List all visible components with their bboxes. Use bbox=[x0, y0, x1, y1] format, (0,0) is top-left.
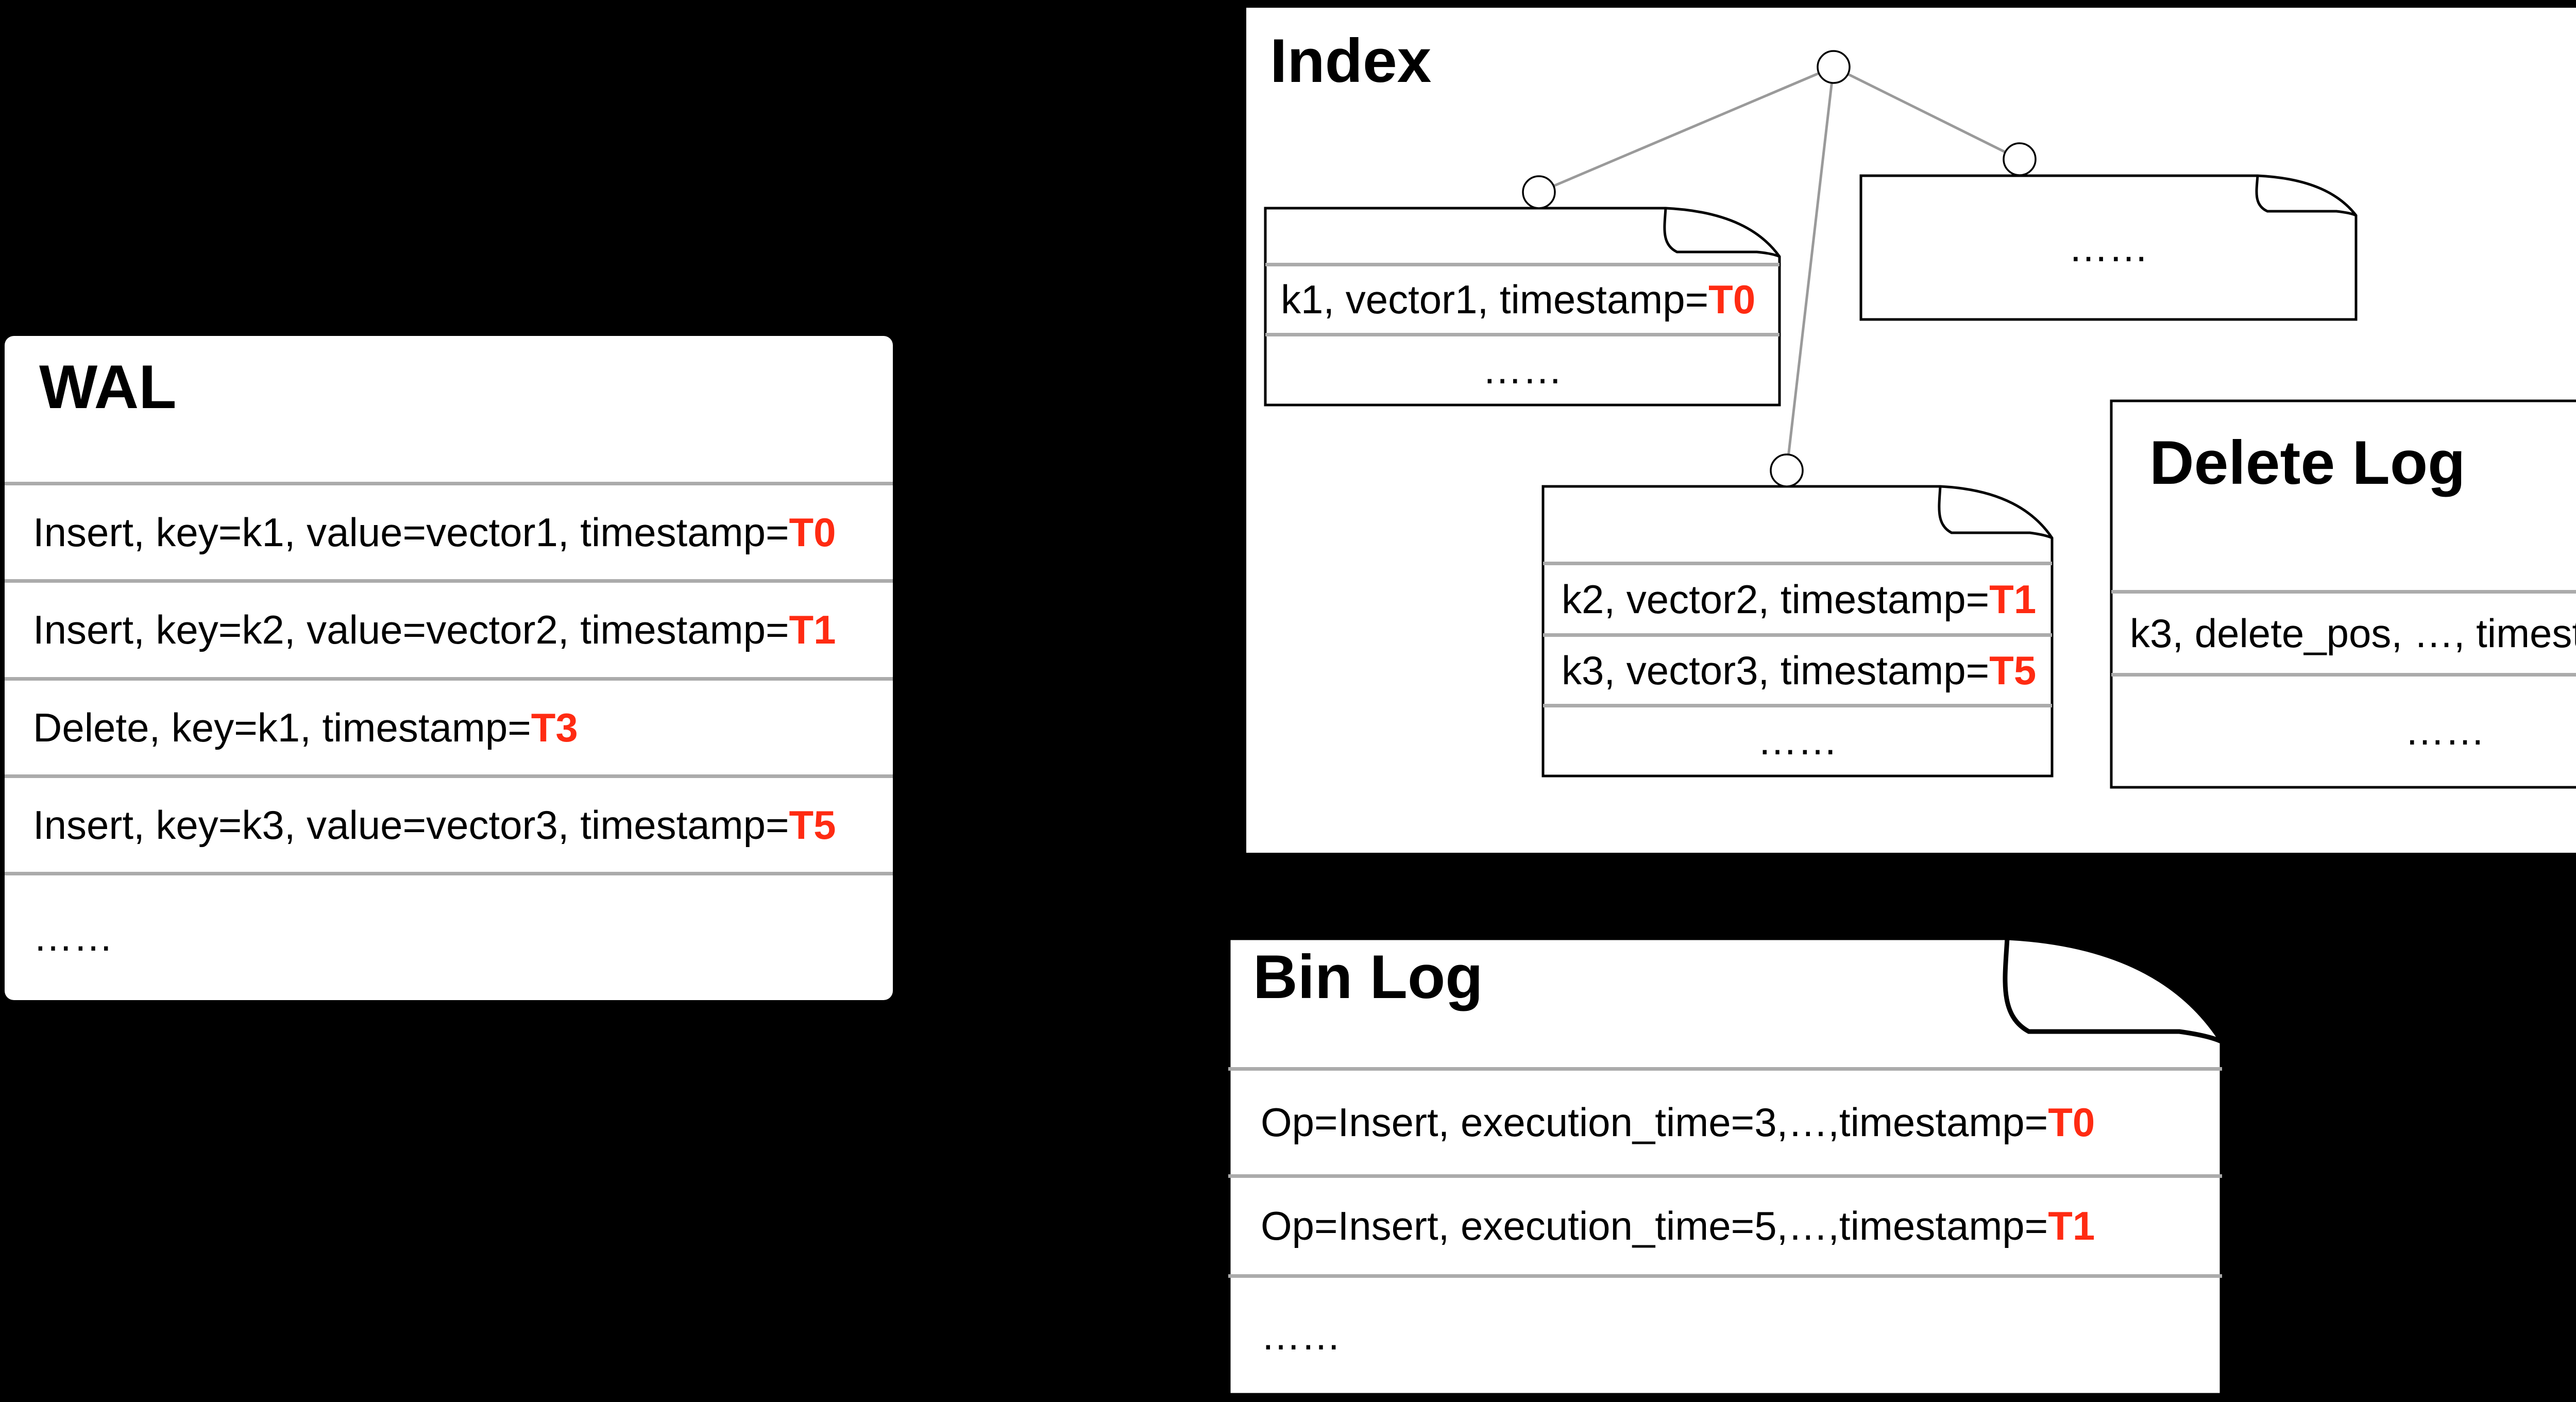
row-timestamp: T1 bbox=[789, 607, 836, 653]
page-fold-corner bbox=[2255, 175, 2357, 217]
row-text: …… bbox=[2068, 224, 2149, 270]
page-separator bbox=[1543, 704, 2052, 707]
page-outline bbox=[2110, 399, 2576, 789]
index-segment-k2k3-page: k2, vector2, timestamp=T1 k3, vector3, t… bbox=[1541, 485, 2054, 778]
row-timestamp: T3 bbox=[531, 704, 578, 750]
page-row: k3, delete_pos, …, timestamp=T3 bbox=[2111, 592, 2576, 675]
bin-log-title: Bin Log bbox=[1253, 942, 1483, 1011]
page-fold-corner bbox=[1938, 486, 2053, 539]
wal-row: Delete, key=k1, timestamp=T3 bbox=[5, 679, 893, 776]
page-row-ellipsis: …… bbox=[2111, 675, 2576, 787]
page-row: k3, vector3, timestamp=T5 bbox=[1543, 635, 2052, 706]
page-separator bbox=[2111, 590, 2576, 594]
wal-row-ellipsis: …… bbox=[5, 874, 893, 1000]
tree-node-circle bbox=[2003, 142, 2037, 176]
page-fold-corner bbox=[1663, 208, 1781, 258]
row-timestamp: T0 bbox=[789, 509, 836, 555]
tree-edge bbox=[1538, 65, 1834, 194]
page-separator bbox=[2111, 673, 2576, 677]
index-panel: Index k1, vector1, timestamp=T0 …… bbox=[1242, 4, 2576, 857]
row-text: Op=Insert, execution_time=5,…,timestamp= bbox=[1261, 1203, 2048, 1249]
page-row: k2, vector2, timestamp=T1 bbox=[1543, 564, 2052, 635]
row-text: k3, vector3, timestamp= bbox=[1562, 647, 1990, 693]
row-timestamp: T5 bbox=[789, 802, 836, 848]
wal-separator bbox=[5, 677, 893, 681]
page-fold-corner bbox=[2003, 937, 2223, 1044]
page-separator bbox=[1228, 1174, 2222, 1178]
page-row-ellipsis: …… bbox=[1265, 335, 1780, 405]
row-text: Delete, key=k1, timestamp= bbox=[33, 704, 531, 750]
index-tree bbox=[1522, 50, 2037, 487]
page-separator bbox=[1228, 1067, 2222, 1071]
page-outline bbox=[1226, 935, 2225, 1398]
folded-page-icon bbox=[1264, 207, 1781, 407]
row-text: k1, vector1, timestamp= bbox=[1281, 276, 1709, 322]
wal-separator bbox=[5, 579, 893, 583]
delete-log-title: Delete Log bbox=[2149, 428, 2466, 497]
row-timestamp: T0 bbox=[2048, 1100, 2095, 1145]
page-separator bbox=[1543, 562, 2052, 565]
row-text: …… bbox=[2404, 708, 2485, 754]
row-timestamp: T5 bbox=[1989, 647, 2037, 693]
wal-table: WAL Insert, key=k1, value=vector1, times… bbox=[5, 336, 893, 1000]
tree-edge bbox=[1785, 66, 1835, 471]
page-separator bbox=[1228, 1274, 2222, 1278]
index-segment-other-page: …… bbox=[1859, 174, 2358, 321]
wal-separator bbox=[5, 774, 893, 778]
folded-page-icon bbox=[1541, 485, 2054, 778]
tree-edge bbox=[1833, 65, 2021, 161]
page-row-ellipsis: …… bbox=[1861, 176, 2356, 319]
row-text: Insert, key=k1, value=vector1, timestamp… bbox=[33, 509, 789, 555]
page-separator bbox=[1265, 263, 1780, 266]
tree-node-circle bbox=[1522, 175, 1556, 209]
wal-row: Insert, key=k1, value=vector1, timestamp… bbox=[5, 484, 893, 581]
index-title: Index bbox=[1270, 26, 1432, 95]
row-text: …… bbox=[1757, 718, 1838, 764]
bin-log-page: Bin Log Op=Insert, execution_time=3,…,ti… bbox=[1226, 935, 2225, 1398]
row-text: k2, vector2, timestamp= bbox=[1562, 576, 1990, 622]
row-text: k3, delete_pos, …, timestamp= bbox=[2130, 610, 2576, 656]
page-row-ellipsis: …… bbox=[1543, 706, 2052, 776]
row-text: …… bbox=[1482, 347, 1563, 393]
row-timestamp: T0 bbox=[1708, 276, 1756, 322]
folded-page-icon bbox=[1859, 174, 2358, 321]
tree-root-node-circle bbox=[1817, 50, 1851, 84]
wal-title: WAL bbox=[39, 352, 177, 421]
page-row: k1, vector1, timestamp=T0 bbox=[1265, 264, 1780, 335]
page-separator bbox=[1543, 633, 2052, 637]
page-row: Op=Insert, execution_time=5,…,timestamp=… bbox=[1228, 1176, 2222, 1276]
row-text: Insert, key=k2, value=vector2, timestamp… bbox=[33, 607, 789, 653]
row-text: Op=Insert, execution_time=3,…,timestamp= bbox=[1261, 1100, 2048, 1145]
tree-node-circle bbox=[1770, 453, 1804, 487]
row-timestamp: T1 bbox=[1989, 576, 2037, 622]
row-text: …… bbox=[1261, 1312, 1341, 1358]
row-timestamp: T1 bbox=[2048, 1203, 2095, 1249]
page-row: Op=Insert, execution_time=3,…,timestamp=… bbox=[1228, 1069, 2222, 1176]
row-text: Insert, key=k3, value=vector3, timestamp… bbox=[33, 802, 789, 848]
wal-row: Insert, key=k3, value=vector3, timestamp… bbox=[5, 776, 893, 874]
index-segment-k1-page: k1, vector1, timestamp=T0 …… bbox=[1264, 207, 1781, 407]
delete-log-page: Delete Log k3, delete_pos, …, timestamp=… bbox=[2110, 399, 2576, 789]
folded-page-icon bbox=[2110, 399, 2576, 789]
wal-row: Insert, key=k2, value=vector2, timestamp… bbox=[5, 581, 893, 679]
wal-separator bbox=[5, 482, 893, 485]
folded-page-icon bbox=[1226, 935, 2225, 1398]
page-separator bbox=[1265, 333, 1780, 336]
row-text: …… bbox=[33, 914, 113, 959]
page-row-ellipsis: …… bbox=[1228, 1276, 2222, 1395]
wal-separator bbox=[5, 872, 893, 875]
